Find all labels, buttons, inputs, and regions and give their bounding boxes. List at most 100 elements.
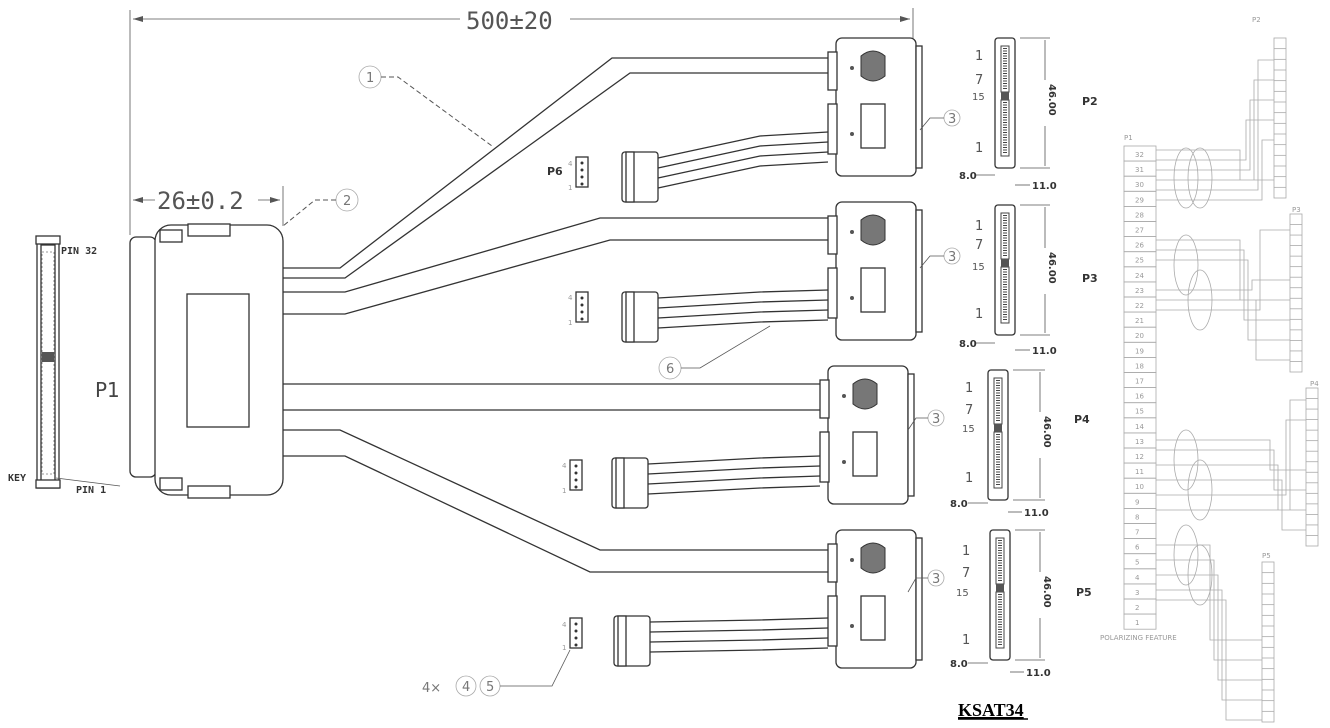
schematic-p5-label: P5 xyxy=(1262,552,1271,560)
p4-pin-1b: 1 xyxy=(965,471,973,486)
p5-pin-7: 7 xyxy=(962,566,970,581)
p5-left-dim: 8.0 xyxy=(950,659,968,670)
p2-pin-1b: 1 xyxy=(975,141,983,156)
schematic-p1-pin-number: 4 xyxy=(1135,574,1140,582)
p2-sata-connector xyxy=(575,37,923,203)
callout-3a-text: 3 xyxy=(948,112,956,127)
p5-pin-15: 15 xyxy=(956,588,969,599)
port-detail-p3: 1 7 15 1 46.00 8.0 11.0 P3 xyxy=(959,203,1098,357)
schematic-p1-pin-cell xyxy=(1123,568,1157,585)
schematic-p1-pin-number: 12 xyxy=(1135,453,1144,461)
schematic-p1-pin-number: 25 xyxy=(1135,257,1144,265)
schematic-p1-pin-number: 2 xyxy=(1135,604,1139,612)
p4-pin-1: 1 xyxy=(965,381,973,396)
port-detail-p2: 1 7 15 1 46.00 8.0 11.0 P2 xyxy=(959,36,1098,192)
p3-pin-1: 1 xyxy=(975,219,983,234)
overall-length-label: 500±20 xyxy=(466,7,553,35)
schematic-p1-pin-number: 27 xyxy=(1135,227,1144,235)
p2-pin-1: 1 xyxy=(975,49,983,64)
overall-length-dimension: 500±20 xyxy=(129,7,914,235)
schematic-p4-label: P4 xyxy=(1310,380,1319,388)
port-detail-p4: 1 7 15 1 46.00 8.0 11.0 P4 xyxy=(950,368,1090,519)
schematic-target-pins xyxy=(1262,48,1318,712)
p3-pin-1b: 1 xyxy=(975,307,983,322)
schematic-p1-pin-number: 19 xyxy=(1135,347,1144,355)
p4-power-pin-4-label: 4 xyxy=(562,462,567,470)
schematic-p1-pin-cell xyxy=(1123,598,1157,615)
callout-5-text: 5 xyxy=(486,680,494,695)
p2-label: P2 xyxy=(1082,95,1098,108)
callout-3c-text: 3 xyxy=(932,412,940,427)
schematic-p1-pin-number: 26 xyxy=(1135,242,1144,250)
schematic-p1-pin-number: 15 xyxy=(1135,408,1144,416)
p2-right-dim: 11.0 xyxy=(1032,181,1057,192)
schematic-p1-pins: 3231302928272625242322212019181716151413… xyxy=(1123,145,1157,630)
schematic-p1-pin-number: 16 xyxy=(1135,393,1144,401)
p5-label: P5 xyxy=(1076,586,1092,599)
p3-power-pin-1-label: 1 xyxy=(568,319,572,327)
callout-4-text: 4 xyxy=(462,680,470,695)
schematic-p1-pin-number: 11 xyxy=(1135,468,1144,476)
callout-6: 6 xyxy=(658,325,771,380)
callout-3d-text: 3 xyxy=(932,572,940,587)
schematic-p1-pin-number: 29 xyxy=(1135,196,1144,204)
schematic-p1-pin-number: 31 xyxy=(1135,166,1144,174)
p6-pin-4-label: 4 xyxy=(568,160,573,168)
p5-right-dim: 11.0 xyxy=(1026,668,1051,679)
schematic-p1-pin-cell xyxy=(1123,492,1157,509)
p2-pin-15: 15 xyxy=(972,92,985,103)
schematic-p1-label: P1 xyxy=(1124,134,1133,142)
schematic-p1-pin-number: 5 xyxy=(1135,559,1139,567)
callout-3-p5: 3 xyxy=(907,569,945,593)
schematic-p1-pin-number: 14 xyxy=(1135,423,1144,431)
p5-power-pin-4-label: 4 xyxy=(562,621,567,629)
callout-1: 1 xyxy=(358,65,493,147)
p6-pin-1-label: 1 xyxy=(568,184,572,192)
wiring-schematic: P1 P2 P3 P4 P5 POLARIZING FEATURE 32 31 30… xyxy=(1100,16,1319,723)
schematic-p1-pin-number: 23 xyxy=(1135,287,1144,295)
callout-2: 2 xyxy=(282,188,359,227)
p3-pin-7: 7 xyxy=(975,238,983,253)
callout-3-p3: 3 xyxy=(919,247,961,269)
p3-left-dim: 8.0 xyxy=(959,339,977,350)
p5-pin-1b: 1 xyxy=(962,633,970,648)
p6-label: P6 xyxy=(547,165,563,178)
schematic-p2-label: P2 xyxy=(1252,16,1261,24)
p3-sata-connector xyxy=(575,201,923,343)
schematic-p1-pin-cell xyxy=(1123,553,1157,570)
p4-left-dim: 8.0 xyxy=(950,499,968,510)
schematic-p1-pin-number: 18 xyxy=(1135,362,1144,370)
schematic-p1-pin-number: 32 xyxy=(1135,151,1144,159)
p1-connector-body xyxy=(129,223,284,499)
pin-1-label: PIN 1 xyxy=(76,485,106,496)
p5-height-dim: 46.00 xyxy=(1041,576,1052,608)
p4-power-pin-1-label: 1 xyxy=(562,487,566,495)
p4-sata-connector xyxy=(569,365,915,509)
key-label: KEY xyxy=(8,473,26,484)
model-number: KSAT34 xyxy=(958,700,1024,720)
schematic-p1-pin-number: 21 xyxy=(1135,317,1144,325)
p3-label: P3 xyxy=(1082,272,1098,285)
schematic-p1-pin-cell xyxy=(1123,523,1157,540)
port-detail-p5: 1 7 15 1 46.00 8.0 11.0 P5 xyxy=(950,528,1092,679)
schematic-p1-pin-number: 24 xyxy=(1135,272,1144,280)
schematic-p1-pin-number: 30 xyxy=(1135,181,1144,189)
p5-sata-connector xyxy=(569,529,923,669)
callout-2-text: 2 xyxy=(343,194,351,209)
p4-pin-15: 15 xyxy=(962,424,975,435)
p4-pin-7: 7 xyxy=(965,403,973,418)
schematic-p1-pin-cell xyxy=(1123,613,1157,630)
callout-qty-text: 4× xyxy=(422,681,441,696)
p3-right-dim: 11.0 xyxy=(1032,346,1057,357)
p3-power-pin-4-label: 4 xyxy=(568,294,573,302)
schematic-p3-label: P3 xyxy=(1292,206,1301,214)
callout-3-p2: 3 xyxy=(919,109,961,131)
schematic-p1-pin-number: 17 xyxy=(1135,378,1144,386)
schematic-p1-pin-number: 1 xyxy=(1135,619,1139,627)
polarizing-feature-note: POLARIZING FEATURE xyxy=(1100,634,1177,642)
p2-pin-7: 7 xyxy=(975,73,983,88)
p3-height-dim: 46.00 xyxy=(1046,252,1057,284)
schematic-p1-pin-number: 13 xyxy=(1135,438,1144,446)
schematic-p1-pin-number: 20 xyxy=(1135,332,1144,340)
